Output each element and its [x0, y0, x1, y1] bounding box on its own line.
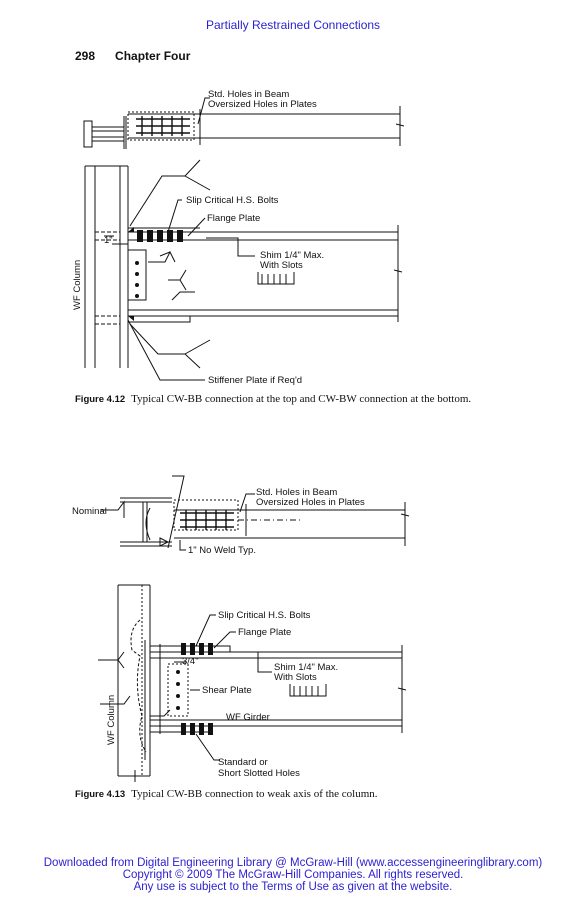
fig413-flange-plate-label: Flange Plate	[238, 627, 291, 638]
fig412-stiffener-label: Stiffener Plate if Req'd	[208, 375, 302, 386]
fig413-shim-label: Shim 1/4" Max.	[274, 662, 338, 673]
page-heading: 298 Chapter Four	[75, 49, 210, 63]
footer-line-2: Copyright © 2009 The McGraw-Hill Compani…	[122, 869, 464, 881]
fig412-one-inch-label: 1"	[104, 235, 113, 246]
fig413-no-weld-label: 1" No Weld Typ.	[188, 545, 256, 556]
fig412-flange-bolts	[128, 227, 183, 321]
figure-4-13-label: Figure 4.13	[75, 789, 126, 800]
fig413-girder	[149, 644, 407, 734]
figure-4-13-caption: Figure 4.13 Typical CW-BB connection to w…	[75, 788, 515, 801]
running-header: Partially Restrained Connections	[205, 18, 381, 32]
fig413-oversized-holes-label: Oversized Holes in Plates	[256, 497, 365, 508]
fig412-shim-label: Shim 1/4" Max.	[260, 250, 324, 261]
fig413-flange-bolts	[181, 643, 213, 735]
fig412-shim-slots	[257, 272, 295, 285]
fig413-shear-plate-label: Shear Plate	[202, 685, 252, 696]
fig412-shear-tab	[127, 249, 147, 301]
figure-4-12-label: Figure 4.12	[75, 394, 126, 405]
fig412-wf-column-label: WF Column	[72, 260, 83, 310]
fig412-plan-bolts	[136, 116, 190, 136]
fig412-oversized-holes-label: Oversized Holes in Plates	[208, 99, 317, 110]
figure-4-12-caption: Figure 4.12 Typical CW-BB connection at t…	[75, 393, 515, 406]
footer: Downloaded from Digital Engineering Libr…	[0, 857, 586, 893]
fig413-wf-column-label: WF Column	[106, 695, 117, 745]
page-number: 298	[75, 49, 96, 63]
figure-4-13-caption-text: Typical CW-BB connection to weak axis of…	[131, 788, 378, 800]
fig413-wf-girder-label: WF Girder	[226, 712, 270, 723]
fig413-slip-critical-label: Slip Critical H.S. Bolts	[218, 610, 311, 621]
fig412-with-slots-label: With Slots	[260, 260, 303, 271]
fig413-std-holes-label: Std. Holes in Beam	[256, 487, 337, 498]
fig412-std-holes-label: Std. Holes in Beam	[208, 89, 289, 100]
fig413-plan-view	[100, 475, 410, 551]
fig413-three-quarter-label: 3/4"	[182, 656, 199, 667]
fig413-nominal-label: Nominal	[72, 506, 107, 517]
fig412-flange-plate-label: Flange Plate	[207, 213, 260, 224]
fig412-slip-critical-label: Slip Critical H.S. Bolts	[186, 195, 279, 206]
fig413-column	[117, 584, 151, 777]
fig413-shear-plate	[167, 663, 189, 717]
fig413-standard-or-label: Standard or	[218, 757, 268, 768]
fig413-short-slotted-label: Short Slotted Holes	[218, 768, 300, 779]
fig412-beam	[127, 225, 403, 323]
footer-line-3: Any use is subject to the Terms of Use a…	[133, 881, 453, 893]
fig412-column	[84, 165, 129, 368]
figure-4-12-caption-text: Typical CW-BB connection at the top and …	[131, 393, 472, 405]
fig413-with-slots-label: With Slots	[274, 672, 317, 683]
chapter-title: Chapter Four	[115, 49, 191, 63]
fig412-plan-view	[83, 106, 405, 149]
footer-line-1[interactable]: Downloaded from Digital Engineering Libr…	[43, 857, 543, 869]
fig413-shim-slots	[289, 684, 327, 697]
fig413-plan-bolts	[180, 510, 234, 530]
